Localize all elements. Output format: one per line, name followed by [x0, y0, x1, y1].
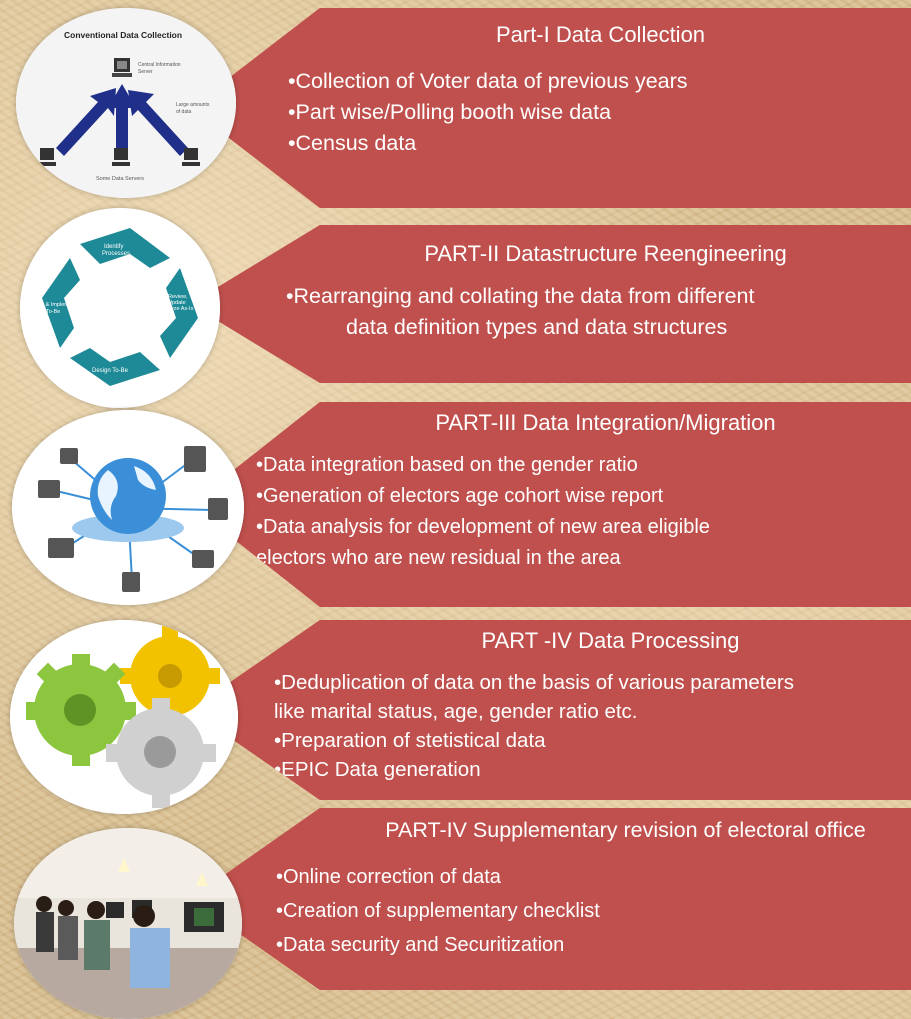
bullet: •Census data	[288, 131, 417, 155]
computer-icons	[38, 446, 228, 592]
server-icon	[112, 58, 132, 77]
svg-text:Identify: Identify	[104, 244, 123, 250]
section-1-banner: Part-I Data Collection •Collection of Vo…	[190, 8, 911, 208]
gray-gear-icon	[106, 698, 216, 808]
section-3-title: PART-III Data Integration/Migration	[435, 410, 776, 435]
section-2-banner: PART-II Datastructure Reengineering •Rea…	[190, 225, 911, 383]
bullet: like marital status, age, gender ratio e…	[274, 700, 638, 723]
svg-text:Analyze As-Is: Analyze As-Is	[160, 306, 194, 312]
section-1-bullets: •Collection of Voter data of previous ye…	[288, 66, 688, 159]
svg-text:Update: Update	[168, 300, 186, 306]
cycle-arrows-icon	[42, 228, 198, 386]
section-4-banner: PART -IV Data Processing •Deduplication …	[190, 620, 911, 800]
section-3-banner: PART-III Data Integration/Migration •Dat…	[190, 402, 911, 607]
svg-text:Test & Implement: Test & Implement	[34, 302, 77, 308]
people	[36, 896, 170, 988]
bullet: •Data analysis for development of new ar…	[256, 516, 710, 538]
bullet: •EPIC Data generation	[274, 758, 481, 781]
bullet: •Online correction of data	[276, 866, 501, 888]
svg-text:Large amounts: Large amounts	[176, 102, 210, 108]
bullet: •Creation of supplementary checklist	[276, 900, 600, 922]
svg-text:To-Be: To-Be	[46, 309, 60, 315]
bullet: •Data security and Securitization	[276, 934, 565, 956]
bullet: •Data integration based on the gender ra…	[256, 454, 638, 476]
section-4-title: PART -IV Data Processing	[481, 628, 740, 653]
svg-text:Server: Server	[138, 69, 153, 75]
bullet: •Rearranging and collating the data from…	[286, 284, 755, 308]
bullet: •Collection of Voter data of previous ye…	[288, 69, 688, 93]
section-5-banner: PART-IV Supplementary revision of electo…	[190, 808, 911, 990]
yellow-gear-icon	[120, 626, 220, 726]
network-globe-image	[12, 410, 244, 605]
section-1-title: Part-I Data Collection	[495, 22, 706, 47]
section-5-bullets: •Online correction of data •Creation of …	[276, 860, 600, 962]
green-gear-icon	[26, 654, 136, 766]
bullet: electors who are new residual in the are…	[256, 547, 621, 569]
section-3-bullets: •Data integration based on the gender ra…	[256, 450, 710, 574]
bullet: •Generation of electors age cohort wise …	[256, 485, 664, 507]
upload-arrows	[56, 84, 188, 156]
lamp-icon	[118, 858, 130, 872]
svg-text:Some Data Servers: Some Data Servers	[96, 176, 144, 182]
process-cycle-image: Identify Processes Review, Update Analyz…	[20, 208, 220, 408]
svg-text:Design To-Be: Design To-Be	[92, 368, 129, 374]
svg-text:of data: of data	[176, 109, 192, 115]
diagram-caption: Conventional Data Collection	[64, 30, 182, 40]
gears-image	[10, 620, 238, 814]
bullet: data definition types and data structure…	[346, 315, 728, 339]
svg-text:Review,: Review,	[168, 294, 188, 300]
computer-lab-photo	[14, 828, 242, 1019]
lamp-icon	[196, 872, 208, 886]
svg-text:Processes: Processes	[102, 251, 130, 257]
monitor-icons	[106, 900, 224, 932]
client-computers-icon	[38, 148, 200, 166]
section-5-title: PART-IV Supplementary revision of electo…	[385, 818, 866, 842]
section-4-bullets: •Deduplication of data on the basis of v…	[274, 668, 794, 784]
section-2-title: PART-II Datastructure Reengineering	[424, 241, 787, 266]
bullet: •Part wise/Polling booth wise data	[288, 100, 612, 124]
bullet: •Preparation of stetistical data	[274, 729, 546, 752]
bullet: •Deduplication of data on the basis of v…	[274, 671, 794, 694]
data-collection-image: Conventional Data Collection Central Inf…	[16, 8, 236, 198]
svg-text:Central Information: Central Information	[138, 62, 181, 68]
section-2-bullets: •Rearranging and collating the data from…	[286, 281, 754, 343]
